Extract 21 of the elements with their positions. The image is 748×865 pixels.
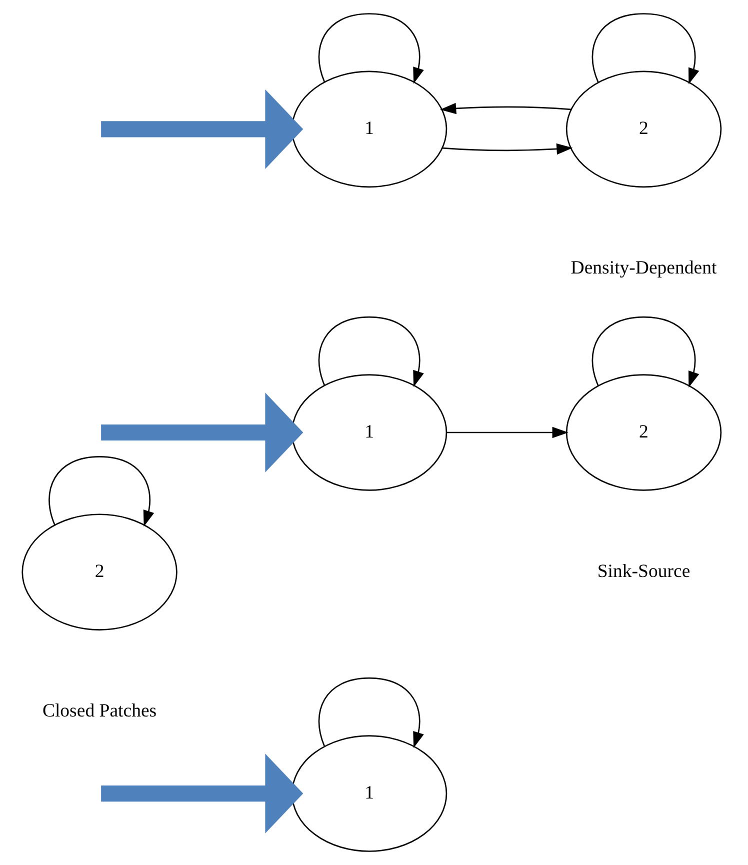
node-ellipse: 2 <box>22 514 178 630</box>
node-ellipse: 2 <box>566 374 722 491</box>
arrow <box>101 89 304 170</box>
node-ellipse: 1 <box>291 70 448 188</box>
arrow <box>48 456 154 527</box>
node-ellipse: 1 <box>291 735 448 852</box>
arrow <box>101 754 304 834</box>
label: Density-Dependent <box>570 258 717 279</box>
node-ellipse: 1 <box>291 374 448 491</box>
arrow <box>440 102 572 114</box>
node-ellipse: 2 <box>566 70 722 188</box>
arrow <box>446 426 568 438</box>
arrow <box>442 143 573 155</box>
arrow <box>318 13 424 84</box>
arrow <box>318 677 424 748</box>
arrow <box>592 316 700 388</box>
label: Sink-Source <box>597 561 690 582</box>
label: Closed Patches <box>42 700 157 722</box>
arrow <box>592 13 700 84</box>
arrow <box>318 316 424 387</box>
arrow <box>101 392 304 472</box>
